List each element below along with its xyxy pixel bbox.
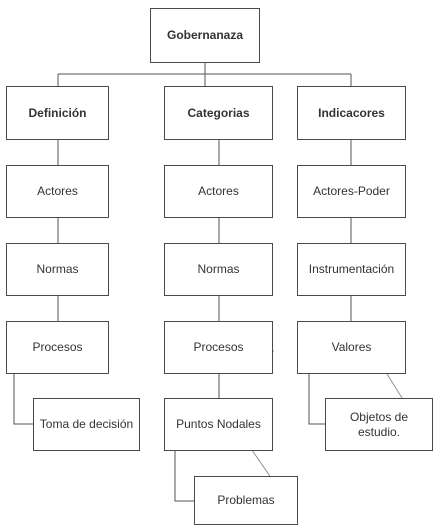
column-2-leaf-problemas: Problemas	[194, 476, 298, 525]
column-1-leaf-toma-de-decision: Toma de decisión	[33, 398, 140, 451]
column-2-item-procesos: Procesos	[164, 321, 273, 374]
column-1-item-procesos: Procesos	[6, 321, 109, 374]
column-1-header: Definición	[6, 86, 109, 140]
column-2-header: Categorias	[164, 86, 273, 140]
column-3-item-actores-poder: Actores-Poder	[297, 165, 406, 218]
column-2-item-puntos-nodales: Puntos Nodales	[164, 398, 273, 451]
column-1-item-actores: Actores	[6, 165, 109, 218]
column-3-item-valores: Valores	[297, 321, 406, 374]
column-3-leaf-objetos-de-estudio: Objetos de estudio.	[325, 398, 433, 451]
column-2-item-actores: Actores	[164, 165, 273, 218]
column-1-item-normas: Normas	[6, 243, 109, 296]
column-3-header: Indicacores	[297, 86, 406, 140]
root-node: Gobernanaza	[150, 8, 260, 63]
column-3-item-instrumentacion: Instrumentación	[297, 243, 406, 296]
column-2-item-normas: Normas	[164, 243, 273, 296]
